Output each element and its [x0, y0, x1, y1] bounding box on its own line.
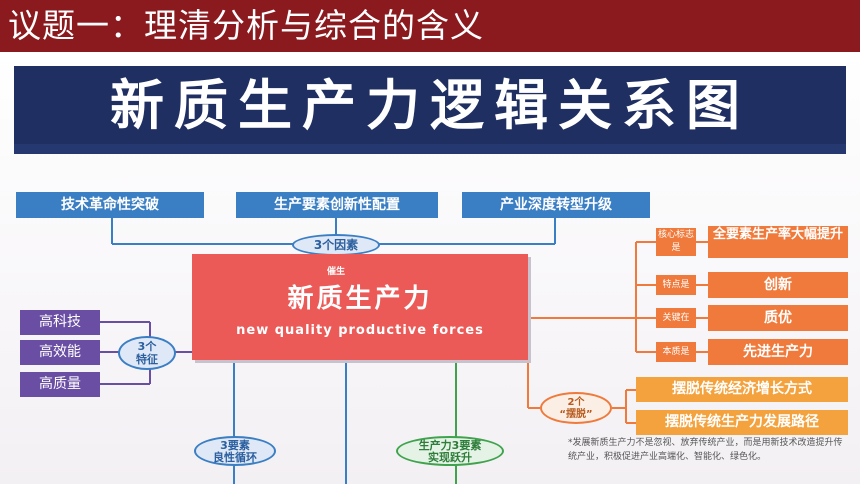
break-count-oval: 2个 “摆脱”: [540, 392, 612, 424]
right-box-innovation: 创新: [708, 272, 848, 298]
core-title-cn: 新质生产力: [287, 284, 433, 314]
factor-box-allocation: 生产要素创新性配置: [236, 192, 438, 218]
right-box-quality: 质优: [708, 305, 848, 331]
right-box-productivity: 全要素生产率大幅提升: [708, 226, 848, 258]
bottom-oval-cycle-line1: 3要素: [220, 439, 250, 452]
diagram-banner: 新质生产力逻辑关系图: [14, 66, 846, 154]
bottom-oval-cycle-line2: 良性循环: [213, 451, 257, 464]
bottom-oval-cycle: 3要素 良性循环: [194, 436, 276, 466]
break-oval-line1: 2个: [567, 397, 585, 408]
diagram-title: 新质生产力逻辑关系图: [110, 74, 750, 137]
right-label-core-sign: 核心标志是: [656, 228, 696, 256]
factor-count-oval: 3个因素: [292, 234, 380, 256]
break-box-growth: 摆脱传统经济增长方式: [636, 377, 848, 402]
core-title-en: new quality productive forces: [236, 323, 484, 338]
break-oval-line2: “摆脱”: [559, 409, 593, 420]
feature-box-high-tech: 高科技: [20, 310, 100, 335]
factor-box-tech: 技术革命性突破: [16, 192, 204, 218]
feature-oval-line1: 3个: [137, 340, 157, 353]
footnote-text: *发展新质生产力不是忽视、放弃传统产业，而是用新技术改造提升传统产业，积极促进产…: [568, 438, 843, 462]
slide-title: 议题一：理清分析与综合的含义: [8, 6, 484, 45]
bottom-oval-leap: 生产力3要素 实现跃升: [396, 436, 504, 466]
slide-header: 议题一：理清分析与综合的含义: [0, 0, 860, 52]
feature-oval-line2: 特征: [136, 353, 158, 366]
feature-box-quality: 高质量: [20, 372, 100, 397]
feature-count-oval: 3个 特征: [118, 336, 176, 370]
catalyst-label: 催生: [326, 267, 345, 277]
right-label-feature: 特点是: [656, 275, 696, 295]
break-box-path: 摆脱传统生产力发展路径: [636, 410, 848, 435]
bottom-oval-leap-line2: 实现跃升: [428, 451, 472, 464]
core-concept-box: 新质生产力 new quality productive forces: [192, 254, 528, 360]
bottom-oval-leap-line1: 生产力3要素: [418, 439, 482, 452]
feature-box-efficiency: 高效能: [20, 340, 100, 365]
right-box-advanced: 先进生产力: [708, 339, 848, 365]
right-label-key: 关键在: [656, 308, 696, 328]
right-label-essence: 本质是: [656, 342, 696, 362]
factor-box-industry: 产业深度转型升级: [462, 192, 650, 218]
